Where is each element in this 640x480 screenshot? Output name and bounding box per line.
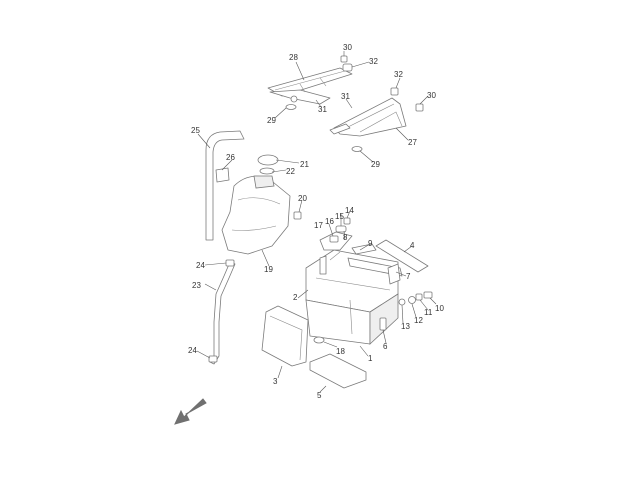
callout-30b: 30 xyxy=(427,91,436,100)
retainer-parts xyxy=(329,217,403,285)
callout-28: 28 xyxy=(289,53,298,62)
callout-2: 2 xyxy=(293,293,298,302)
reservoir-tank-part xyxy=(221,175,291,255)
callout-13: 13 xyxy=(401,322,410,331)
callout-11: 11 xyxy=(424,308,433,317)
hose-clamp-part-24a xyxy=(225,259,235,267)
battery-pad-part xyxy=(261,305,309,367)
hose-clamp-part-24b xyxy=(208,355,218,363)
callout-16: 16 xyxy=(325,217,334,226)
grommet-part-29a xyxy=(285,104,297,110)
callout-10: 10 xyxy=(435,304,444,313)
callout-1: 1 xyxy=(368,354,373,363)
callout-26: 26 xyxy=(226,153,235,162)
bolt-part-30b xyxy=(415,103,424,112)
drain-hose-part xyxy=(209,261,236,365)
hose-clip-part-26 xyxy=(215,167,230,183)
bolt-part-20 xyxy=(293,211,302,220)
tank-cap-part xyxy=(257,154,279,175)
callout-8: 8 xyxy=(343,233,348,242)
callout-12: 12 xyxy=(414,316,423,325)
callout-3: 3 xyxy=(273,377,278,386)
callout-9: 9 xyxy=(368,239,373,248)
callout-32a: 32 xyxy=(369,57,378,66)
upper-bracket-part xyxy=(267,67,353,105)
callout-18: 18 xyxy=(336,347,345,356)
callout-29a: 29 xyxy=(267,116,276,125)
callout-32b: 32 xyxy=(394,70,403,79)
callout-31-upper: 31 xyxy=(318,105,327,114)
bolt-part-6 xyxy=(379,317,387,331)
callout-24a: 24 xyxy=(196,261,205,270)
battery-band-part xyxy=(375,239,429,273)
callout-22: 22 xyxy=(286,167,295,176)
callout-6: 6 xyxy=(383,342,388,351)
bolt-part-30a xyxy=(340,55,348,63)
callout-29b: 29 xyxy=(371,160,380,169)
battery-mat-part xyxy=(309,353,367,389)
callout-24b: 24 xyxy=(188,346,197,355)
bolt-part-32b xyxy=(390,87,399,96)
callout-4: 4 xyxy=(410,241,415,250)
callout-15: 15 xyxy=(335,212,344,221)
right-bracket-part xyxy=(329,97,407,137)
fastener-parts xyxy=(398,291,433,306)
callout-20: 20 xyxy=(298,194,307,203)
callout-17: 17 xyxy=(314,221,323,230)
washer-part-32a xyxy=(342,63,353,72)
callout-7: 7 xyxy=(406,272,411,281)
breather-hose-part xyxy=(205,130,245,241)
callout-25: 25 xyxy=(191,126,200,135)
callout-31: 31 xyxy=(341,92,350,101)
callout-5: 5 xyxy=(317,391,322,400)
grommet-part-18 xyxy=(313,336,325,344)
leader-lines xyxy=(196,51,437,393)
callout-labels: 30 28 32 32 30 31 31 29 27 29 25 26 21 2… xyxy=(188,43,444,400)
callout-14: 14 xyxy=(345,206,354,215)
grommet-part-29b xyxy=(351,146,363,152)
callout-23: 23 xyxy=(192,281,201,290)
callout-27: 27 xyxy=(408,138,417,147)
callout-19: 19 xyxy=(264,265,273,274)
front-direction-arrow-icon xyxy=(174,398,207,425)
callout-21: 21 xyxy=(300,160,309,169)
callout-30a: 30 xyxy=(343,43,352,52)
